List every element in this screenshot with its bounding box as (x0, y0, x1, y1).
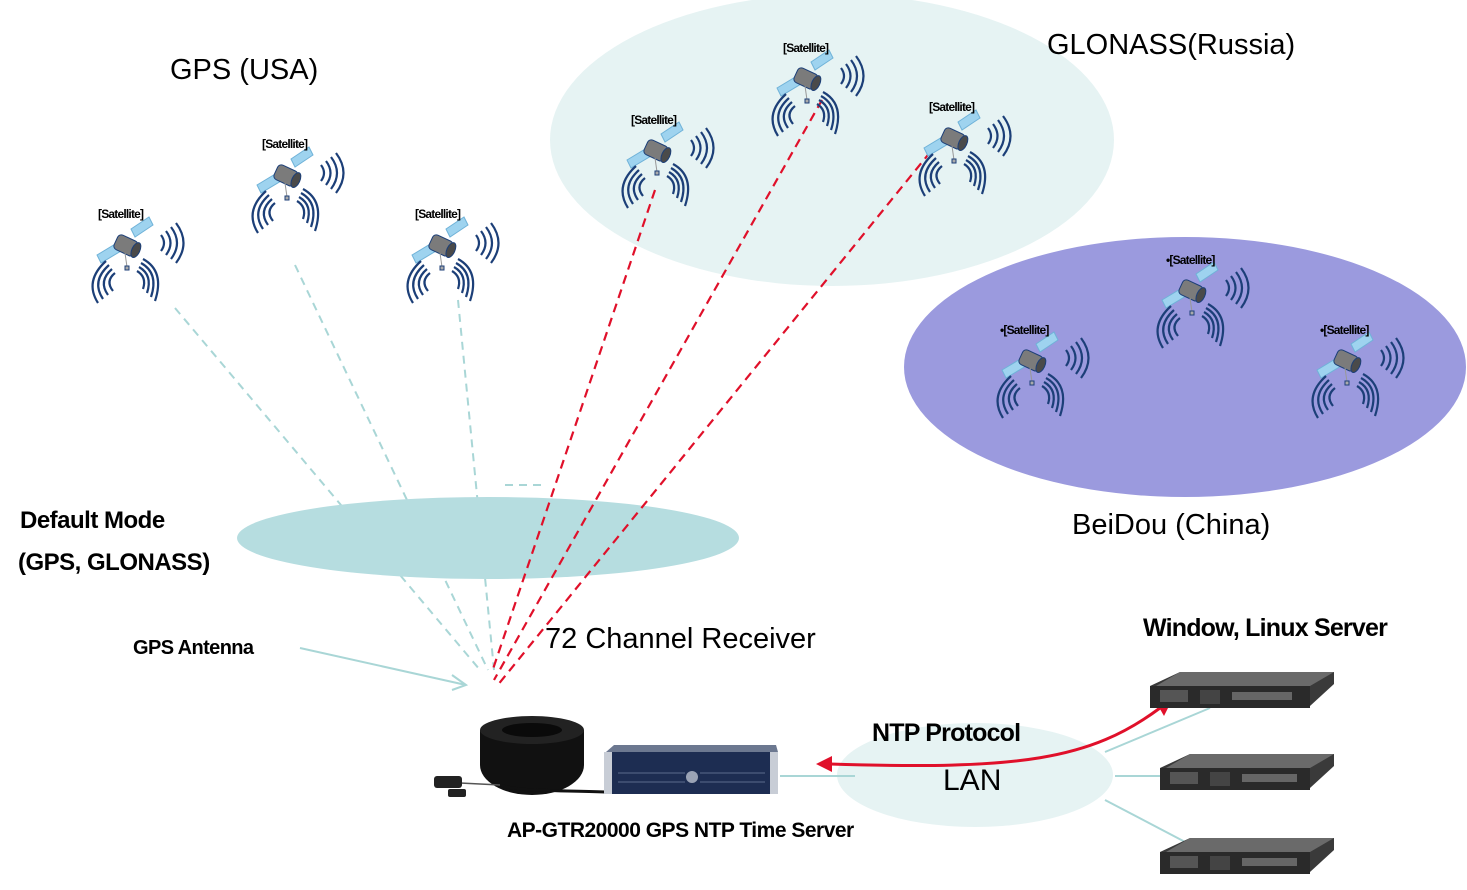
antenna-pointer-arrow (299, 647, 469, 691)
rack-server-1 (1150, 672, 1334, 708)
receiver-label: 72 Channel Receiver (545, 623, 816, 655)
gps-satellite-3 (406, 215, 500, 305)
satellite-label: [Satellite] (98, 207, 144, 221)
gps-antenna-label: GPS Antenna (133, 637, 254, 659)
gps-satellite-2 (251, 145, 345, 235)
satellite-label: [Satellite] (415, 207, 461, 221)
lan-cloud (837, 723, 1113, 827)
time-server-label: AP-GTR20000 GPS NTP Time Server (507, 819, 854, 842)
beidou-region (904, 237, 1466, 497)
rack-server-2 (1160, 754, 1334, 790)
satellite-label: [Satellite] (631, 113, 677, 127)
antenna-cable-reel (434, 716, 606, 797)
default-mode-label: Default Mode (20, 507, 165, 534)
satellite-label: •[Satellite] (1166, 253, 1215, 267)
ntp-time-server-device (604, 745, 778, 794)
satellite-label: [Satellite] (929, 100, 975, 114)
gps-region-label: GPS (USA) (170, 54, 319, 86)
ntp-protocol-label: NTP Protocol (872, 719, 1021, 747)
glonass-signal-lines (490, 99, 941, 687)
beidou-region-label: BeiDou (China) (1072, 509, 1271, 541)
glonass-region-label: GLONASS(Russia) (1047, 29, 1296, 61)
gps-signal-lines (174, 264, 545, 671)
gps-satellite-1 (91, 215, 185, 305)
default-mode-ellipse (237, 497, 739, 579)
satellite-label: •[Satellite] (1000, 323, 1049, 337)
satellite-label: [Satellite] (783, 41, 829, 55)
satellite-label: •[Satellite] (1320, 323, 1369, 337)
lan-label: LAN (943, 764, 1002, 797)
rack-server-3 (1160, 838, 1334, 874)
default-mode-systems-label: (GPS, GLONASS) (18, 549, 210, 576)
satellite-label: [Satellite] (262, 137, 308, 151)
client-servers-label: Window, Linux Server (1143, 614, 1388, 642)
glonass-region (550, 0, 1114, 286)
